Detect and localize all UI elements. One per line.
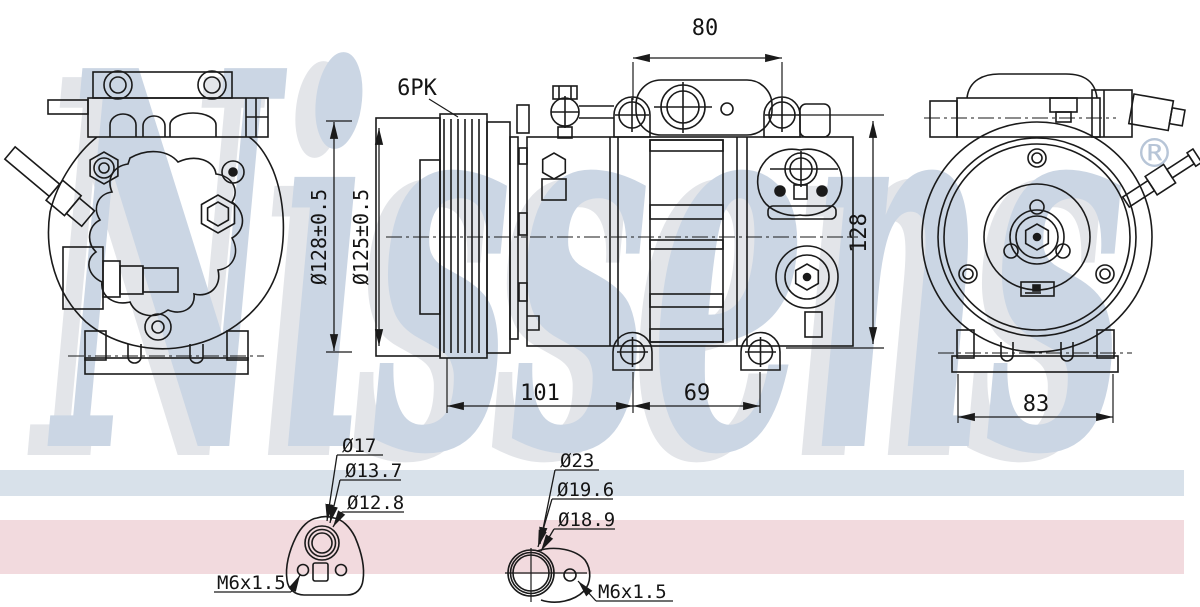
side-port-boss: [635, 79, 773, 136]
watermark: Nissens Nissens ®: [26, 0, 1169, 578]
left-port-dia-2: Ø13.7: [345, 460, 402, 482]
left-port-dia-3: Ø12.8: [347, 492, 404, 514]
dim-top-width: 80: [692, 16, 719, 41]
dim-bottom-left: 101: [520, 381, 560, 406]
dim-height: 128: [847, 213, 872, 253]
rear-clutch-plate: [921, 121, 1153, 353]
right-port-thread: M6x1.5: [598, 581, 667, 603]
dim-pulley-inner: Ø125±0.5: [349, 189, 373, 285]
dim-bottom-right: 69: [684, 381, 711, 406]
right-port-plate: [536, 547, 591, 603]
side-thermal-switch: [756, 148, 843, 220]
dim-base-width: 83: [1023, 392, 1050, 417]
belt-type-label: 6PK: [397, 76, 437, 101]
front-mounting-base: [84, 357, 249, 375]
side-bottom-feet: [612, 331, 781, 371]
dimensions: [326, 53, 1114, 423]
stripe-blue: [0, 470, 1184, 496]
front-view: [3, 70, 285, 375]
right-port-dia-2: Ø19.6: [557, 479, 614, 501]
side-top-mounting-ears: [613, 96, 831, 138]
left-port-thread: M6x1.5: [217, 572, 286, 594]
side-view: [518, 79, 858, 371]
rear-view: [921, 73, 1200, 373]
left-port-dia-1: Ø17: [342, 435, 376, 457]
rear-mounting-base: [938, 329, 1132, 373]
registered-trademark-icon: ®: [1140, 126, 1169, 182]
right-port-detail: [505, 469, 673, 603]
rear-connector: [1091, 89, 1186, 138]
dim-pulley-outer: Ø128±0.5: [307, 189, 331, 285]
side-relief-valve: [550, 85, 614, 139]
front-casting-blob: [88, 150, 244, 317]
front-body-outline: [47, 136, 285, 350]
rear-diagonal-stud: [1121, 147, 1200, 209]
side-service-port: [775, 245, 839, 309]
side-body-outline: [526, 136, 854, 347]
right-port-dia-3: Ø18.9: [558, 509, 615, 531]
left-port-detail: [214, 454, 404, 596]
front-left-pipe: [47, 99, 89, 115]
watermark-shadow-text: Nissens: [26, 0, 1106, 578]
watermark-text: Nissens: [46, 0, 1126, 569]
front-diagonal-stud: [3, 145, 96, 228]
dimension-labels: 80 6PK Ø128±0.5 Ø125±0.5 128 101 69 83 Ø…: [217, 16, 1049, 603]
right-port-dia-1: Ø23: [560, 450, 594, 472]
drawing-lines: [3, 53, 1200, 603]
footer-stripes: [0, 470, 1184, 574]
